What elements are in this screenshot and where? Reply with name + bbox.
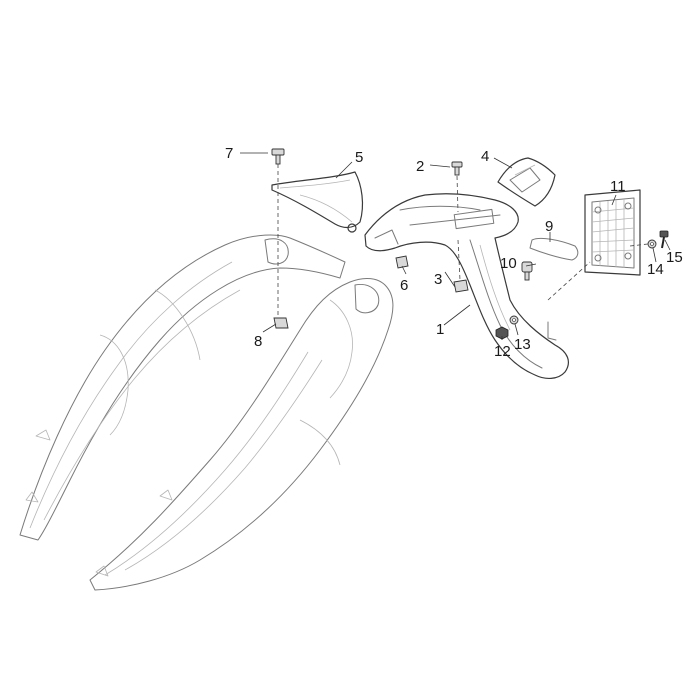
- callout-12: 12: [494, 343, 511, 360]
- callout-8: 8: [254, 333, 262, 350]
- washer-14: [647, 239, 657, 249]
- screw-2: [451, 161, 463, 176]
- rear-upper-cover: [271, 171, 364, 233]
- clip-3: [453, 279, 469, 293]
- callout-3: 3: [434, 271, 442, 288]
- plate-holder: [584, 189, 641, 276]
- callout-13: 13: [514, 336, 531, 353]
- callout-1: 1: [436, 321, 444, 338]
- nut-12: [495, 326, 509, 340]
- clip-8: [273, 317, 289, 329]
- tail-light: [497, 157, 556, 207]
- clip-6: [395, 255, 409, 269]
- bolt-10: [521, 261, 533, 281]
- callout-14: 14: [647, 261, 664, 278]
- side-panel-right: [89, 277, 394, 591]
- callout-9: 9: [545, 218, 553, 235]
- leader-lines: [240, 152, 671, 340]
- callout-10: 10: [500, 255, 517, 272]
- reflector: [529, 237, 579, 261]
- rear-fender-assembly: [364, 193, 569, 379]
- callout-7: 7: [225, 145, 233, 162]
- callout-labels: 1 2 3 4 5 6 7 8 9 10 11 12 13 14 15: [225, 145, 683, 360]
- callout-2: 2: [416, 158, 424, 175]
- callout-5: 5: [355, 149, 363, 166]
- washer-13: [509, 315, 519, 325]
- side-panel-left: [19, 234, 346, 541]
- screw-7: [271, 148, 285, 165]
- screw-15: [659, 230, 669, 249]
- callout-11: 11: [610, 178, 626, 195]
- assembly-lines: [277, 164, 649, 316]
- callout-6: 6: [400, 277, 408, 294]
- callout-4: 4: [481, 148, 489, 165]
- callout-15: 15: [666, 249, 683, 266]
